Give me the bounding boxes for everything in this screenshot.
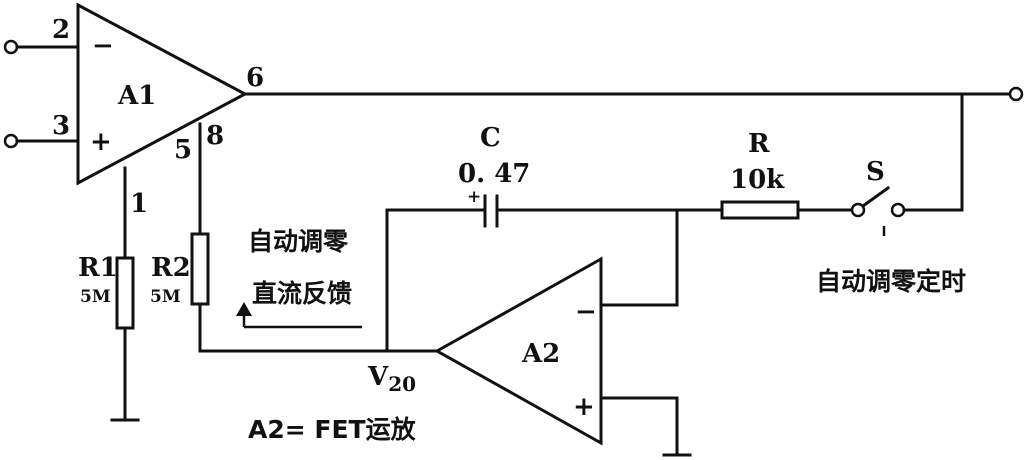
opamp-a1-label: A1 <box>117 81 156 111</box>
pin-8-number: 8 <box>206 121 224 151</box>
switch-name: S <box>866 157 885 187</box>
r1-value: 5M <box>80 287 111 307</box>
switch-note: 自动调零定时 <box>816 267 966 296</box>
capacitor-name: C <box>480 123 501 153</box>
pin-2-number: 2 <box>52 15 70 45</box>
switch-blade[interactable] <box>860 185 891 209</box>
capacitor-polarity: + <box>467 187 481 207</box>
input-terminal-2[interactable] <box>3 39 19 55</box>
r2-value: 5M <box>150 287 181 307</box>
opamp-a2-plus-sign: + <box>573 392 595 422</box>
output-terminal[interactable] <box>1008 86 1024 102</box>
opamp-a1-minus-sign: − <box>92 31 114 61</box>
resistor-r-value: 10k <box>730 165 785 195</box>
input-terminal-3[interactable] <box>3 133 19 149</box>
feedback-note-line2: 直流反馈 <box>252 279 352 308</box>
opamp-a1-plus-sign: + <box>90 127 112 157</box>
v20-sub: 20 <box>388 372 416 396</box>
feedback-arrow-head <box>236 302 252 316</box>
pin-3-number: 3 <box>52 111 70 141</box>
feedback-note-line1: 自动调零 <box>248 227 349 256</box>
resistor-r-name: R <box>748 129 770 159</box>
resistor-r2 <box>190 232 210 306</box>
switch-contact-left[interactable] <box>850 202 866 218</box>
opamp-a2-label: A2 <box>521 339 560 369</box>
opamp-a1-body <box>76 2 249 186</box>
r2-name: R2 <box>151 253 191 283</box>
pin-6-number: 6 <box>246 63 264 93</box>
v20-main: V <box>367 362 389 392</box>
capacitor-value: 0. 47 <box>458 159 530 189</box>
pin-5-number: 5 <box>174 135 192 165</box>
v20-label: V20 <box>367 362 416 396</box>
a2-note: A2= FET运放 <box>248 415 417 444</box>
opamp-a2-body <box>433 256 603 446</box>
r1-name: R1 <box>78 253 118 283</box>
pin-1-number: 1 <box>130 189 148 219</box>
resistor-r <box>720 200 800 220</box>
resistor-r1 <box>115 256 135 330</box>
opamp-a2-minus-sign: − <box>575 297 597 327</box>
switch-contact-right[interactable] <box>890 202 906 218</box>
